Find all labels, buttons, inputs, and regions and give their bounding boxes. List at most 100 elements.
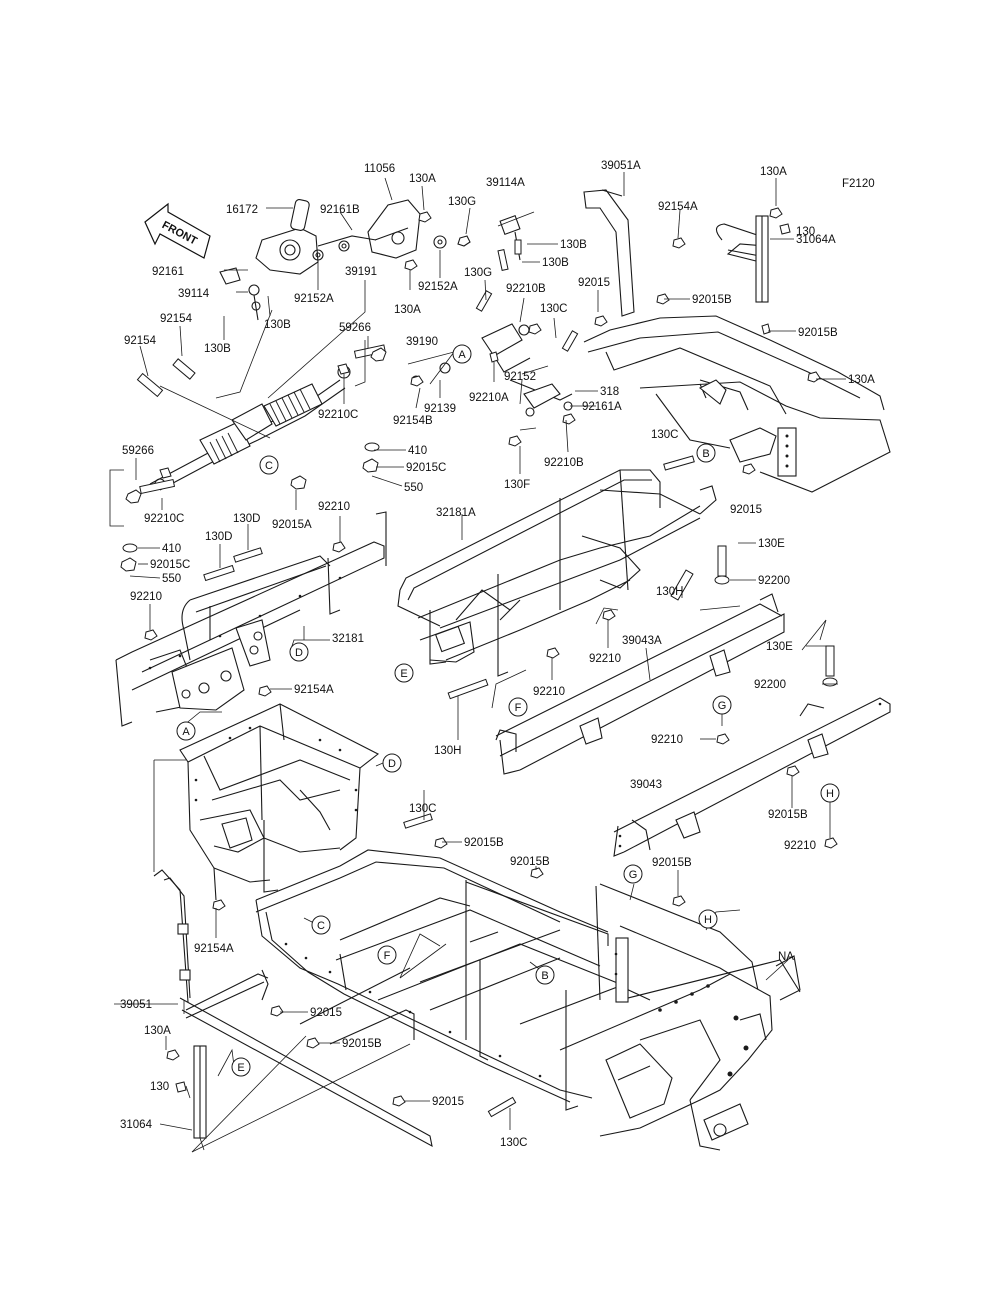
svg-text:B: B [702, 448, 709, 460]
label-92210c: 92210C [318, 409, 358, 421]
svg-text:H: H [826, 788, 834, 800]
svg-text:B: B [541, 970, 548, 982]
label-130h-2: 130H [434, 745, 462, 757]
label-92154b: 92154B [393, 415, 433, 427]
label-39051: 39051 [120, 999, 152, 1011]
svg-text:A: A [458, 349, 466, 361]
svg-text:D: D [295, 647, 303, 659]
label-318: 318 [600, 386, 619, 398]
label-130f: 130F [504, 479, 530, 491]
label-92154a-3: 92154A [194, 943, 234, 955]
ref-circle-a: A [452, 344, 472, 364]
label-130c: 130C [540, 303, 568, 315]
label-130c-2: 130C [651, 429, 679, 441]
label-92154: 92154 [160, 313, 193, 325]
label-92210: 92210 [318, 501, 350, 513]
label-92015b-6: 92015B [652, 857, 692, 869]
label-92210b: 92210B [506, 283, 546, 295]
label-130b-2: 130B [542, 257, 569, 269]
ref-circle-a-2: A [176, 721, 196, 741]
ref-circle-h: H [820, 783, 840, 803]
steering-rack-assembly [149, 365, 351, 491]
label-550: 550 [404, 482, 423, 494]
label-na: NA [778, 951, 794, 963]
svg-text:E: E [400, 668, 407, 680]
label-130b-4: 130B [204, 343, 231, 355]
ref-circle-e-2: E [231, 1057, 251, 1077]
label-92200-2: 92200 [754, 679, 786, 691]
ref-circle-e: E [394, 663, 414, 683]
ref-circle-f-2: F [377, 945, 397, 965]
loose-fasteners [144, 211, 838, 1118]
steering-bracket [367, 199, 471, 259]
label-92152: 92152 [504, 371, 536, 383]
leader-lines [114, 172, 846, 1151]
label-410: 410 [408, 445, 427, 457]
ref-circle-c: C [259, 455, 279, 475]
grab-handle-31064 [166, 1045, 207, 1139]
svg-text:F: F [515, 702, 522, 714]
part-labels: 11056 130A 39114A 39051A 130A 16172 9216… [120, 160, 875, 1149]
label-130g-2: 130G [464, 267, 492, 279]
label-39051a: 39051A [601, 160, 641, 172]
svg-text:C: C [317, 920, 325, 932]
label-92152a: 92152A [294, 293, 334, 305]
ref-circle-f: F [508, 697, 528, 717]
cross-member-39043a [495, 593, 785, 775]
label-92154a-2: 92154A [294, 684, 334, 696]
ref-circle-g: G [712, 695, 732, 715]
label-92210-6: 92210 [784, 840, 816, 852]
eps-motor-assembly [255, 199, 377, 275]
label-130d: 130D [233, 513, 261, 525]
label-410-2: 410 [162, 543, 181, 555]
label-92210-2: 92210 [130, 591, 162, 603]
label-550-2: 550 [162, 573, 181, 585]
label-92015c-2: 92015C [150, 559, 190, 571]
label-39043a: 39043A [622, 635, 662, 647]
label-39191: 39191 [345, 266, 377, 278]
ref-circle-d: D [289, 642, 309, 662]
ref-circle-h-2: H [698, 909, 718, 929]
label-92161a: 92161A [582, 401, 622, 413]
label-92015b-4: 92015B [464, 837, 504, 849]
front-bumper-frame-39051 [153, 869, 433, 1148]
label-39190: 39190 [406, 336, 438, 348]
label-130c-3: 130C [409, 803, 437, 815]
label-130d-2: 130D [205, 531, 233, 543]
label-31064: 31064 [120, 1119, 153, 1131]
label-32181: 32181 [332, 633, 364, 645]
label-31064a: 31064A [796, 234, 836, 246]
label-11056: 11056 [364, 163, 395, 175]
main-chassis-frame [255, 849, 801, 1151]
label-59266-2: 59266 [122, 445, 154, 457]
tie-rod-bolts [120, 344, 387, 572]
label-130b-3: 130B [264, 319, 291, 331]
label-92210-3: 92210 [589, 653, 621, 665]
front-arrow-icon: FRONT [144, 202, 211, 259]
label-92015a: 92015A [272, 519, 312, 531]
svg-text:G: G [629, 869, 638, 881]
ref-circle-g-2: G [623, 864, 643, 884]
ref-circle-b: B [696, 443, 716, 463]
label-130c-4: 130C [500, 1137, 528, 1149]
label-92210-5: 92210 [651, 734, 683, 746]
label-130a-2: 130A [760, 166, 787, 178]
seat-frame-32181a [397, 469, 717, 677]
label-130e-2: 130E [766, 641, 793, 653]
grab-handle-31064a [715, 207, 821, 383]
label-130b: 130B [560, 239, 587, 251]
label-92015b: 92015B [692, 294, 732, 306]
label-92154a: 92154A [658, 201, 698, 213]
label-130a-5: 130A [144, 1025, 171, 1037]
label-16172: 16172 [226, 204, 258, 216]
label-92200: 92200 [758, 575, 790, 587]
steering-joint-39114a [497, 211, 535, 261]
label-39114a: 39114A [486, 177, 525, 189]
label-92015b-2: 92015B [798, 327, 838, 339]
label-92210-4: 92210 [533, 686, 565, 698]
label-130: 130 [796, 226, 815, 238]
label-92139: 92139 [424, 403, 456, 415]
label-92161b: 92161B [320, 204, 360, 216]
label-92015b-3: 92015B [768, 809, 808, 821]
